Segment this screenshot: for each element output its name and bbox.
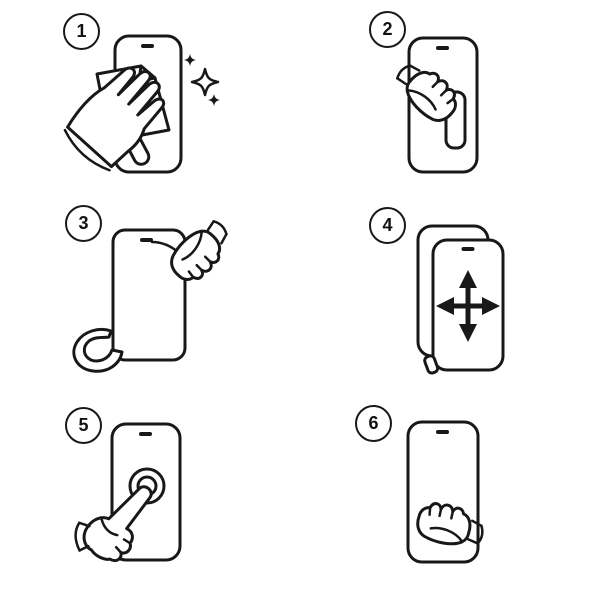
step-3-number: 3 <box>78 213 89 233</box>
peel-film-tab-icon <box>389 36 479 174</box>
smooth-screen-icon <box>406 420 489 564</box>
wipe-phone-screen-icon <box>63 34 220 174</box>
step-1-number: 1 <box>76 21 87 41</box>
step-4-badge: 4 <box>369 207 406 244</box>
step-5-badge: 5 <box>65 407 102 444</box>
step-5-number: 5 <box>78 415 89 435</box>
step-1-badge: 1 <box>63 13 100 50</box>
alignment-arrows <box>436 270 500 342</box>
step-1-panel: 1 <box>0 0 300 200</box>
align-protector-arrows-icon <box>416 224 505 375</box>
step-4-panel: 4 <box>300 200 600 400</box>
step-6-panel: 6 <box>300 400 600 600</box>
step-6-badge: 6 <box>355 405 392 442</box>
step-6-number: 6 <box>368 413 379 433</box>
step-2-number: 2 <box>382 19 393 39</box>
step-5-panel: 5 <box>0 400 300 600</box>
step-2-badge: 2 <box>369 11 406 48</box>
step-4-number: 4 <box>382 215 393 235</box>
step-3-badge: 3 <box>65 205 102 242</box>
peel-protector-corner-icon <box>72 213 240 373</box>
press-screen-center-icon <box>74 422 182 563</box>
step-2-panel: 2 <box>300 0 600 200</box>
step-3-panel: 3 <box>0 200 300 400</box>
